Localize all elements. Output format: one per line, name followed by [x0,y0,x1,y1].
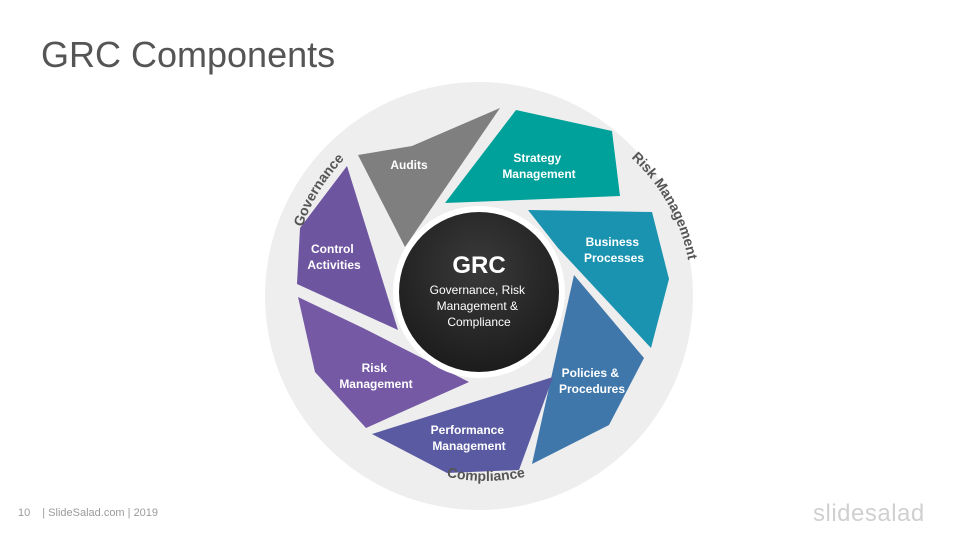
slide-title: GRC Components [41,34,336,75]
segment-control-activities [297,166,398,330]
footer-text: | SlideSalad.com | 2019 [42,507,159,519]
ring-label-compliance: Compliance [446,464,526,484]
segment-performance-management [372,377,553,473]
label-business-processes: Business Processes [584,235,644,265]
brand-logo: slidesalad [813,500,925,527]
segment-policies-procedures [532,275,644,464]
label-control-activities: Control Activities [307,242,361,272]
segment-strategy-management [445,110,620,203]
center-title: GRC [452,252,505,279]
label-performance-management: Performance Management [431,423,508,453]
label-policies-procedures: Policies & Procedures [559,366,625,396]
segment-business-processes [528,210,669,348]
label-risk-management: Risk Management [339,361,412,391]
center-circle [399,212,559,372]
segment-risk-management [298,297,469,428]
page-number: 10 [18,507,31,519]
center-subtitle: Governance, Risk Management & Compliance [430,283,529,329]
label-audits: Audits [390,158,428,172]
footer: 10 | SlideSalad.com | 2019 [18,507,158,519]
segment-audits [358,108,500,247]
label-strategy-management: Strategy Management [502,151,575,181]
